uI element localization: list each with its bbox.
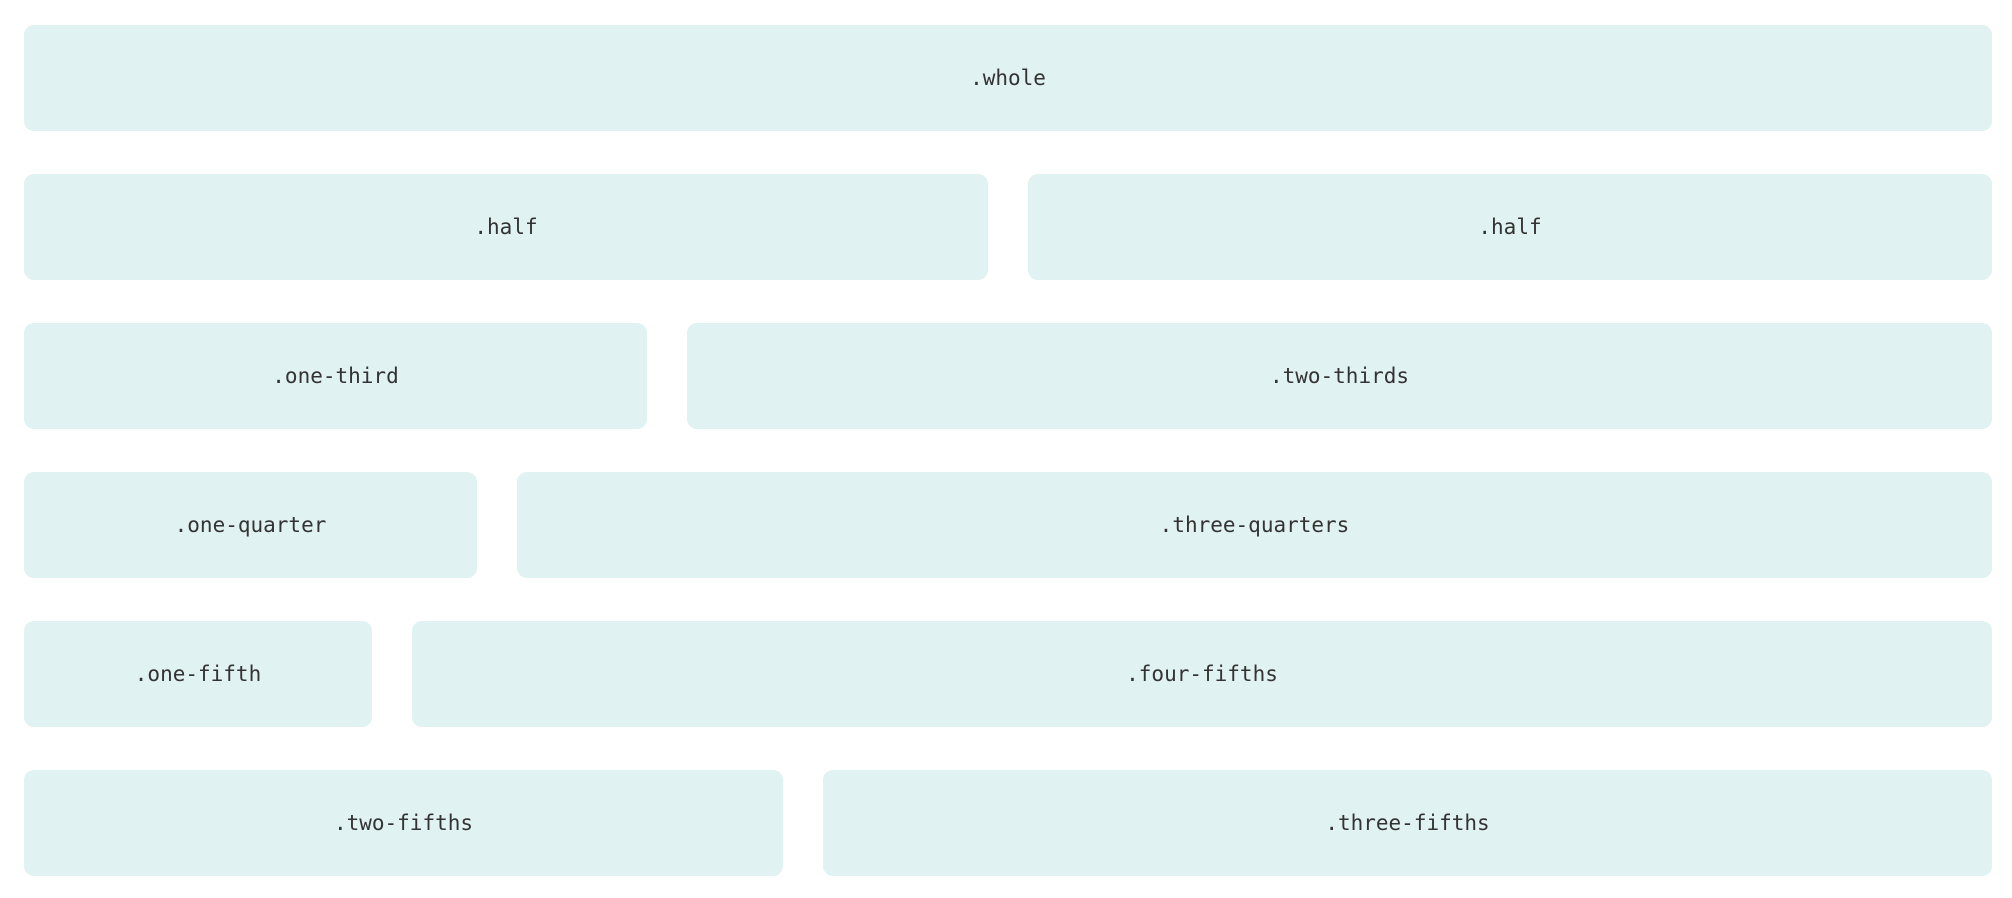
grid-box-one-fifth: .one-fifth [24,621,372,727]
grid-box-label: .two-thirds [1269,363,1410,388]
grid-box-label: .one-fifth [134,661,262,686]
grid-box-label: .half [474,214,538,239]
grid-row-quarters: .one-quarter .three-quarters [24,472,1992,578]
grid-row-thirds: .one-third .two-thirds [24,323,1992,429]
grid-box-two-fifths: .two-fifths [24,770,783,876]
grid-box-two-thirds: .two-thirds [687,323,1992,429]
grid-box-whole: .whole [24,25,1992,131]
grid-row-whole: .whole [24,25,1992,131]
grid-box-label: .one-third [272,363,399,388]
grid-box-one-quarter: .one-quarter [24,472,477,578]
grid-box-three-quarters: .three-quarters [517,472,1992,578]
grid-box-label: .one-quarter [174,512,327,537]
grid-box-label: .half [1478,214,1542,239]
grid-box-one-third: .one-third [24,323,647,429]
fraction-grid-demo: .whole .half .half .one-third .two-third… [24,25,1992,876]
grid-box-label: .three-fifths [1325,810,1490,835]
grid-row-halves: .half .half [24,174,1992,280]
grid-box-three-fifths: .three-fifths [823,770,1992,876]
grid-box-half-left: .half [24,174,988,280]
grid-row-two-fifths: .two-fifths .three-fifths [24,770,1992,876]
grid-row-fifths: .one-fifth .four-fifths [24,621,1992,727]
grid-box-four-fifths: .four-fifths [412,621,1992,727]
grid-box-label: .whole [970,65,1046,90]
grid-box-label: .two-fifths [333,810,474,835]
grid-box-label: .three-quarters [1159,512,1350,537]
grid-box-half-right: .half [1028,174,1992,280]
grid-box-label: .four-fifths [1126,661,1278,686]
